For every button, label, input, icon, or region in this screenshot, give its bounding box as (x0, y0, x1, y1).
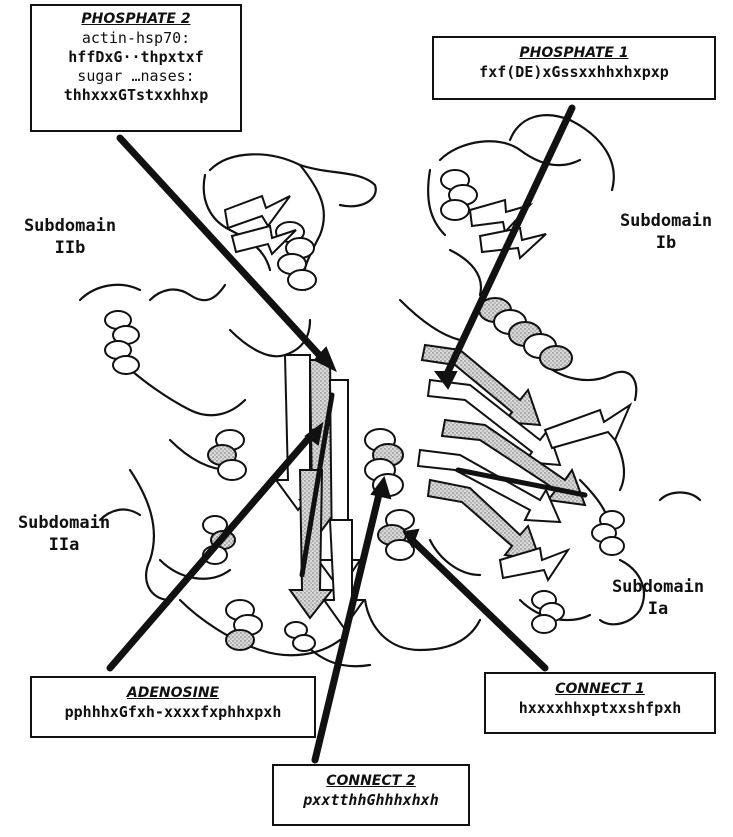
subdomain-iib-word: Subdomain (10, 215, 130, 237)
subdomain-ib-label: Subdomain Ib (604, 210, 728, 254)
subdomain-ib-word: Subdomain (604, 210, 728, 232)
phosphate2-line-2: hffDxG··thpxtxf (32, 48, 240, 67)
connect1-title: CONNECT 1 (486, 680, 714, 699)
subdomain-iia-label: Subdomain IIa (4, 512, 124, 556)
subdomain-iia-id: IIa (4, 534, 124, 556)
phosphate2-line-1: actin-hsp70: (32, 29, 240, 48)
subdomain-iia-word: Subdomain (4, 512, 124, 534)
subdomain-iib-label: Subdomain IIb (10, 215, 130, 259)
phosphate1-line-1: fxf(DE)xGssxxhhxhxpxp (434, 63, 714, 82)
phosphate1-title: PHOSPHATE 1 (434, 44, 714, 63)
adenosine-line-1: pphhhxGfxh-xxxxfxphhxpxh (32, 703, 314, 722)
connect2-title: CONNECT 2 (274, 772, 468, 791)
phosphate2-title: PHOSPHATE 2 (32, 10, 240, 29)
right-strands (418, 200, 630, 580)
connect2-box: CONNECT 2 pxxtthhGhhhxhxh (272, 764, 470, 826)
subdomain-ib-id: Ib (604, 232, 728, 254)
subdomain-ia-id: Ia (596, 598, 720, 620)
left-helices (105, 222, 316, 651)
subdomain-ia-label: Subdomain Ia (596, 576, 720, 620)
connect2-line-1: pxxtthhGhhhxhxh (274, 791, 468, 810)
phosphate2-line-4: thhxxxGTstxxhhxp (32, 86, 240, 105)
connect1-box: CONNECT 1 hxxxxhhxptxxshfpxh (484, 672, 716, 734)
subdomain-iib-id: IIb (10, 237, 130, 259)
adenosine-title: ADENOSINE (32, 684, 314, 703)
phosphate2-line-3: sugar …nases: (32, 67, 240, 86)
phosphate1-box: PHOSPHATE 1 fxf(DE)xGssxxhhxhxpxp (432, 36, 716, 100)
adenosine-box: ADENOSINE pphhhxGfxh-xxxxfxphhxpxh (30, 676, 316, 738)
phosphate2-box: PHOSPHATE 2 actin-hsp70: hffDxG··thpxtxf… (30, 4, 242, 132)
connect1-line-1: hxxxxhhxptxxshfpxh (486, 699, 714, 718)
subdomain-ia-word: Subdomain (596, 576, 720, 598)
